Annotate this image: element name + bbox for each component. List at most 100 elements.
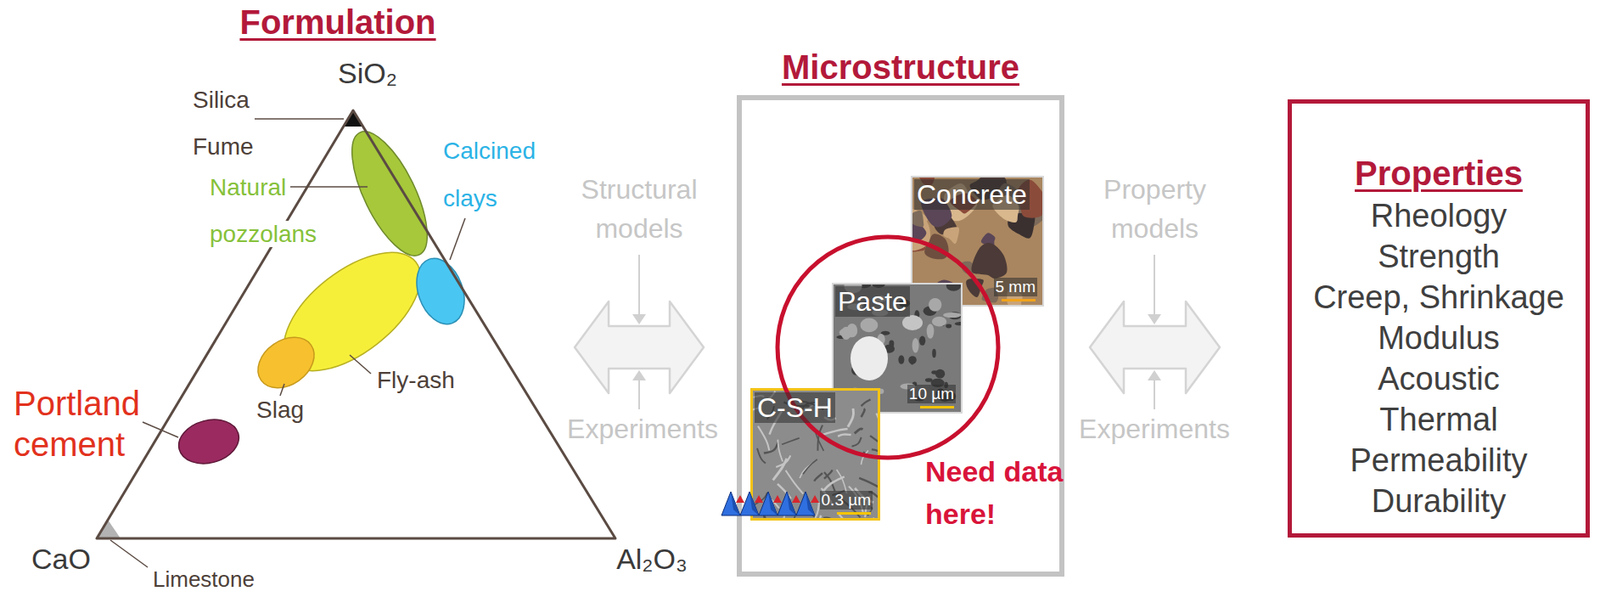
image-label: Concrete [914, 179, 1030, 210]
limestone-marker [96, 519, 121, 539]
aggregate [971, 242, 1007, 279]
fibril [870, 435, 878, 448]
oxygen-site [773, 494, 782, 503]
fibril [871, 449, 878, 456]
grain [943, 312, 961, 318]
tetrahedron [721, 491, 741, 516]
fibril [777, 483, 792, 499]
fibril [854, 428, 863, 433]
grain [850, 336, 888, 381]
region-label-holder: Natural pozzolans [207, 163, 327, 258]
tetrahedron-face [768, 491, 778, 516]
fibril [812, 502, 820, 518]
image-label: C-S-H [754, 392, 836, 423]
tetrahedron-face [749, 491, 759, 516]
fibril [861, 408, 865, 417]
oxygen-site [735, 494, 745, 503]
scale-bar [920, 405, 955, 409]
image-tile: C-S-H 0.3 µm [750, 387, 881, 521]
image-label: Paste [835, 286, 910, 317]
microstructure-panel: MicrostructureConcrete5 mmPaste10 µmC-S-… [736, 95, 1065, 577]
fibril [814, 472, 823, 481]
tetrahedron-face [730, 491, 741, 516]
edge-label: Structural models [581, 174, 698, 244]
fibril [780, 505, 785, 518]
region-label-holder: Silica Fume [190, 76, 259, 170]
tetrahedron [777, 491, 797, 516]
region-label: Slag [254, 396, 306, 423]
leader-line [290, 185, 368, 188]
fibril [838, 514, 858, 519]
property-item: Acoustic [1377, 358, 1500, 399]
leader-line [280, 383, 285, 396]
input-label: Experiments [565, 413, 720, 444]
input-label-holder: Experiments [1077, 413, 1232, 445]
scale-label: 0.3 µm [819, 490, 873, 510]
oxygen-site [754, 494, 764, 503]
triangle-outline [96, 110, 616, 539]
aggregate [965, 278, 984, 298]
region-label: Silica Fume [190, 86, 256, 160]
vertex-label: Al₂O₃ [614, 542, 690, 575]
fibril [861, 398, 871, 406]
fibril [872, 516, 875, 518]
fibril [757, 426, 770, 451]
fibril [858, 477, 878, 489]
property-item: Rheology [1370, 195, 1508, 236]
properties-box: PropertiesRheologyStrengthCreep, Shrinka… [1287, 99, 1590, 538]
fibril [824, 469, 833, 478]
natural-pozzolans-region [336, 121, 443, 266]
property-item: Modulus [1377, 317, 1500, 359]
region-label-holder: Limestone [151, 566, 257, 592]
grain [902, 314, 923, 331]
region-label-holder: Fly-ash [375, 367, 457, 393]
property-item: Strength [1377, 235, 1500, 277]
fibril [763, 442, 779, 453]
arrow-head [632, 314, 646, 325]
double-block-arrow [574, 301, 704, 393]
input-arrow [1153, 254, 1156, 316]
fibril [823, 516, 837, 518]
callout-note: Need data here! [923, 454, 1066, 530]
fibril [802, 459, 818, 474]
region-label-holder: Calcined clays [441, 127, 548, 223]
grain [931, 370, 938, 374]
region-label-holder: Portland cement [11, 382, 161, 465]
region-label: Calcined clays [441, 137, 538, 212]
grain [908, 355, 917, 364]
fibril [769, 498, 780, 508]
fibril [763, 513, 767, 518]
molecule-icon [721, 491, 820, 516]
fibril [793, 515, 796, 518]
box-heading: Properties [1354, 153, 1523, 193]
leader-line [110, 539, 148, 568]
grain [931, 316, 947, 327]
property-item: Durability [1371, 480, 1506, 522]
fibril [815, 432, 825, 451]
fibril [861, 450, 869, 465]
vertex-label-holder: Al₂O₃ [614, 541, 690, 576]
vertex-label: CaO [29, 542, 93, 575]
leader-lines [110, 118, 466, 568]
region-label: Natural pozzolans [207, 174, 319, 248]
arrow-head [1147, 370, 1162, 381]
tetrahedron [740, 491, 759, 516]
section-heading: Microstructure [781, 47, 1020, 87]
input-label-holder: Experiments [565, 413, 720, 445]
property-item: Permeability [1349, 439, 1528, 481]
fibril [757, 448, 766, 464]
grain [912, 337, 920, 354]
arrow-head [632, 370, 646, 381]
fibril [851, 437, 861, 447]
leader-line [349, 354, 371, 374]
region-label-holder: Slag [254, 397, 306, 423]
arrow-head [1147, 314, 1162, 325]
grain [898, 354, 904, 364]
grain [946, 284, 961, 292]
grain [839, 327, 858, 338]
input-arrow [638, 378, 640, 410]
scale-label: 5 mm [993, 277, 1039, 297]
fibril [822, 476, 845, 492]
edge-label: Property models [1103, 174, 1207, 244]
grain [954, 321, 961, 326]
